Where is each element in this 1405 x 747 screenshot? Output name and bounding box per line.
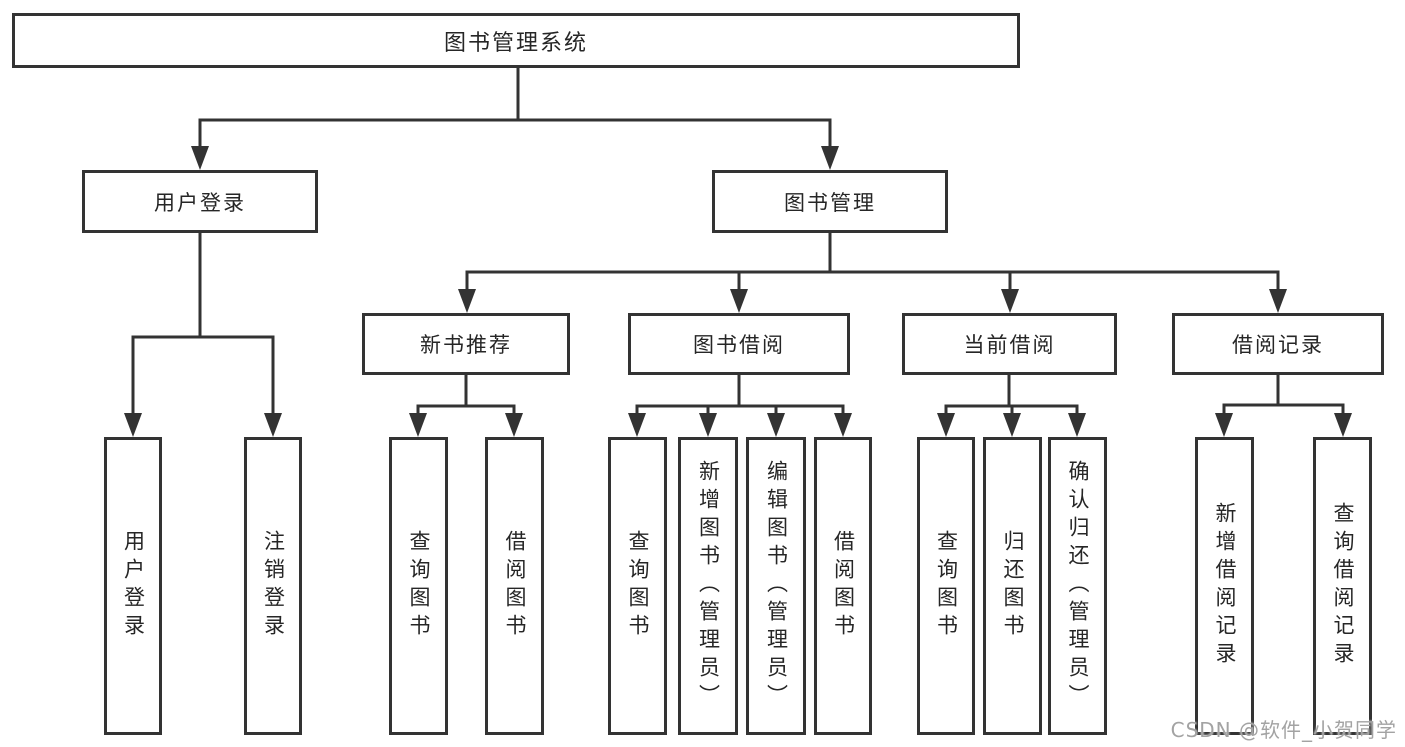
leaf-label: 借阅图书 [831,530,856,642]
leaf-label: 查询借阅记录 [1331,502,1355,670]
leaf-borrow-books-recommend: 借阅图书 [485,437,544,735]
leaf-query-borrow-record: 查询借阅记录 [1313,437,1372,735]
leaf-label: 确认归还（管理员） [1066,460,1090,712]
leaf-label: 用户登录 [121,530,146,642]
leaf-label: 查询图书 [626,530,650,642]
leaf-label: 编辑图书（管理员） [764,460,789,712]
leaf-user-login: 用户登录 [104,437,162,735]
node-book-borrowing: 图书借阅 [628,313,850,375]
node-library-management-system: 图书管理系统 [12,13,1020,68]
node-user-login: 用户登录 [82,170,318,233]
node-new-book-recommendation: 新书推荐 [362,313,570,375]
leaf-label: 新增图书（管理员） [696,460,721,712]
node-book-management: 图书管理 [712,170,948,233]
leaf-add-borrow-record: 新增借阅记录 [1195,437,1254,735]
leaf-label: 借阅图书 [503,530,527,642]
leaf-query-books-borrowing: 查询图书 [608,437,667,735]
leaf-borrow-books: 借阅图书 [814,437,872,735]
leaf-add-books-admin: 新增图书（管理员） [678,437,738,735]
leaf-label: 查询图书 [934,530,959,642]
node-current-borrowing: 当前借阅 [902,313,1117,375]
leaf-query-books-current: 查询图书 [917,437,975,735]
watermark: CSDN @软件_小贺同学 [1170,718,1397,742]
leaf-confirm-return-admin: 确认归还（管理员） [1048,437,1107,735]
leaf-logout: 注销登录 [244,437,302,735]
leaf-label: 查询图书 [407,530,431,642]
leaf-label: 新增借阅记录 [1213,502,1237,670]
leaf-query-books-recommend: 查询图书 [389,437,448,735]
leaf-label: 归还图书 [1001,530,1025,642]
leaf-label: 注销登录 [261,530,286,642]
leaf-return-books: 归还图书 [983,437,1042,735]
leaf-edit-books-admin: 编辑图书（管理员） [746,437,806,735]
node-borrowing-records: 借阅记录 [1172,313,1384,375]
